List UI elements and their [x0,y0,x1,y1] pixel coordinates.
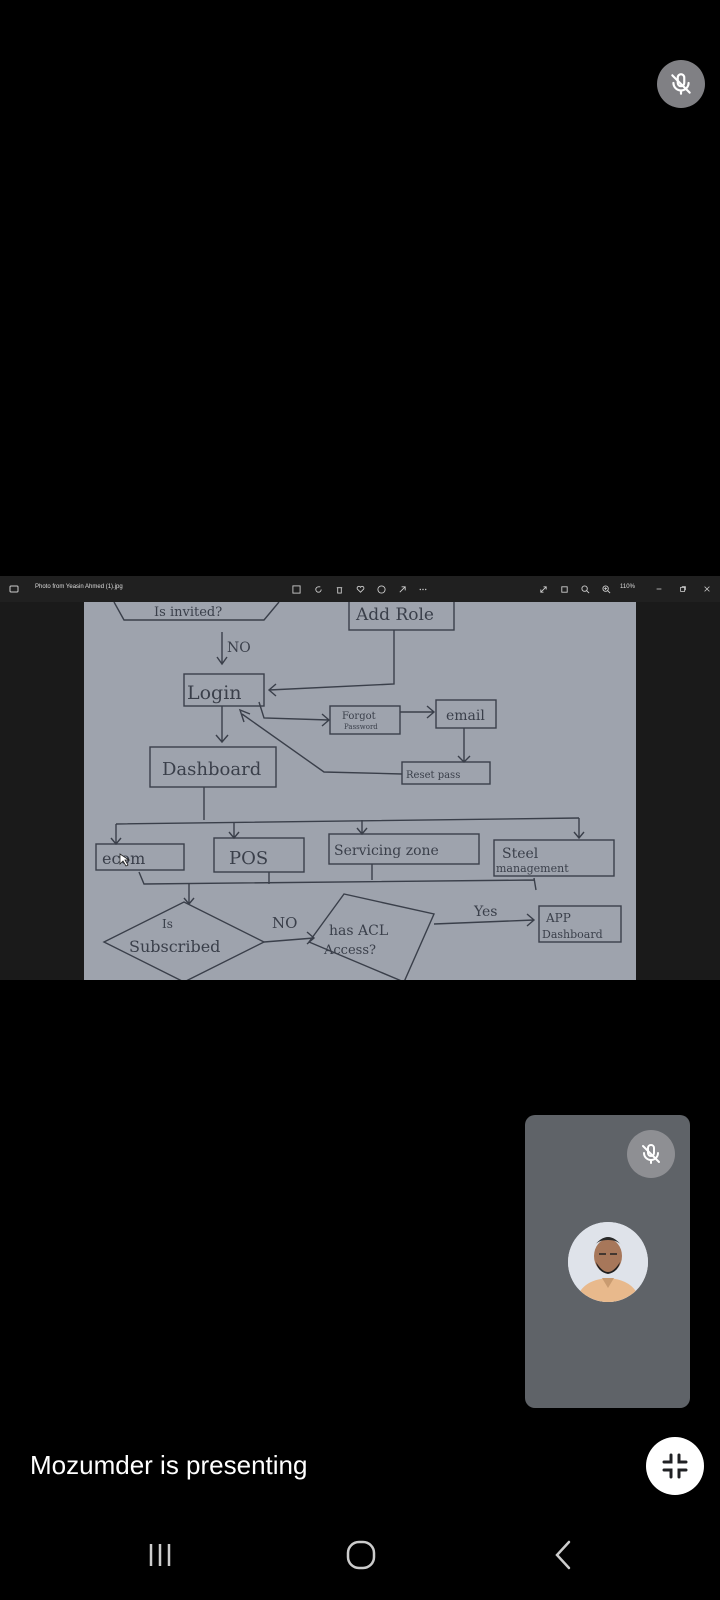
fit-icon[interactable] [556,581,572,597]
has-acl-label-2: Access? [323,943,376,958]
servicing-label: Servicing zone [334,843,439,859]
viewer-filename: Photo from Yeasin Ahmed (1).jpg [35,584,123,590]
forgot-label-2: Password [344,723,378,731]
info-icon[interactable] [373,581,389,597]
dashboard-box [149,746,277,788]
rotate-icon[interactable] [310,581,326,597]
zoom-level: 110% [620,584,635,590]
restore-icon[interactable] [675,581,691,597]
add-role-label: Add Role [355,605,434,625]
presenting-caption: Mozumder is presenting [30,1450,308,1480]
photo-area: Is invited? Add Role NO Login Forgot Pas… [0,602,720,980]
shared-screen: Photo from Yeasin Ahmed (1).jpg 110% Is … [0,576,720,980]
app-label-1: APP [545,911,571,925]
steel-label-2: management [496,862,569,875]
zoom-out-icon[interactable] [577,581,593,597]
expand-icon[interactable] [535,581,551,597]
is-invited-label: Is invited? [154,605,222,620]
pos-label: POS [229,848,268,869]
app-dashboard-box [538,905,622,943]
email-label: email [446,708,485,724]
mic-off-icon [657,60,705,108]
servicing-box [328,833,480,865]
photos-app-icon [6,581,22,597]
dashboard-label: Dashboard [162,759,261,780]
reset-pass-label: Reset pass [406,770,460,781]
login-box [183,673,265,707]
photo-viewer-titlebar: Photo from Yeasin Ahmed (1).jpg 110% [0,576,720,602]
close-icon[interactable] [699,581,715,597]
has-acl-diamond [307,893,435,980]
mic-off-icon [627,1130,675,1178]
is-label: Is [162,917,173,931]
cursor-icon [119,853,131,867]
add-role-box [348,602,455,631]
recents-icon[interactable] [130,1530,190,1580]
is-invited-diamond [113,602,280,621]
subscribed-label: Subscribed [129,937,220,956]
email-box [435,699,497,729]
reset-pass-box [401,761,491,785]
avatar [568,1222,648,1302]
system-nav-bar [0,1510,720,1600]
login-label: Login [187,682,242,704]
steel-box [493,839,615,877]
flowchart-photo: Is invited? Add Role NO Login Forgot Pas… [84,602,636,980]
no-label-1: NO [227,640,251,656]
forgot-password-box [329,705,401,735]
app-label-2: Dashboard [542,928,603,941]
delete-icon[interactable] [331,581,347,597]
share-icon[interactable] [394,581,410,597]
edit-icon[interactable] [288,581,304,597]
forgot-label-1: Forgot [342,711,376,722]
back-icon[interactable] [534,1530,594,1580]
favorite-icon[interactable] [352,581,368,597]
ecom-box [95,843,185,871]
zoom-in-icon[interactable] [598,581,614,597]
pos-box [213,837,305,873]
steel-label-1: Steel [502,846,539,862]
home-icon[interactable] [331,1530,391,1580]
minimize-icon[interactable] [651,581,667,597]
no-label-2: NO [272,914,297,932]
more-icon[interactable] [415,581,431,597]
exit-fullscreen-icon[interactable] [646,1437,704,1495]
yes-label: Yes [473,904,498,920]
has-acl-label-1: has ACL [329,923,388,939]
